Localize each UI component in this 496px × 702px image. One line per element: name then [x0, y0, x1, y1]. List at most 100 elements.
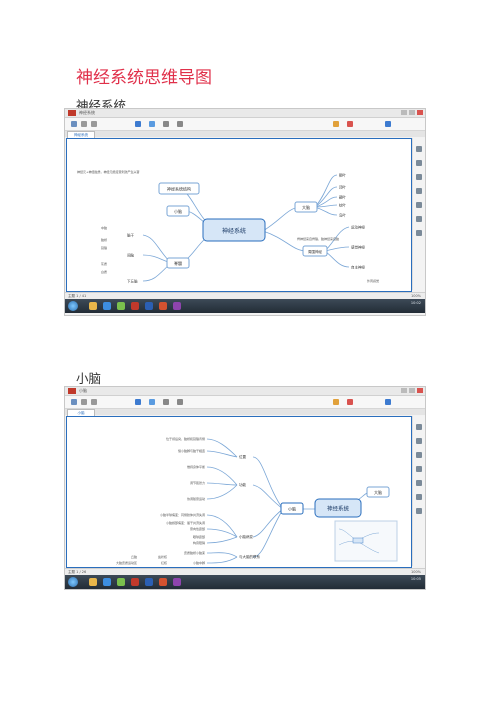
image-panel-icon[interactable] — [416, 452, 422, 458]
relation-icon[interactable] — [163, 399, 169, 405]
subtopic-icon[interactable] — [149, 121, 155, 127]
node-cerebellum[interactable] — [166, 205, 190, 217]
notes-icon[interactable] — [416, 480, 422, 486]
center-node[interactable] — [314, 498, 362, 518]
spinal-child-2: 白质 — [101, 269, 107, 274]
taskbar-app-mindmap[interactable] — [131, 578, 139, 586]
close-icon[interactable] — [417, 388, 423, 393]
cerebrum-child-5: 岛叶 — [339, 213, 347, 218]
maximize-icon[interactable] — [409, 110, 415, 115]
center-node[interactable] — [202, 218, 266, 242]
node-cerebellum[interactable] — [280, 502, 304, 515]
style-icon[interactable] — [416, 438, 422, 444]
taskbar-app-media[interactable] — [117, 302, 125, 310]
branch-function: 功能 — [239, 482, 246, 487]
taskbar-app-other[interactable] — [173, 302, 181, 310]
tab-mindmap[interactable]: 小脑 — [67, 409, 95, 416]
peripheral-child-3: 自主神经 — [351, 265, 365, 270]
minimize-icon[interactable] — [401, 388, 407, 393]
taskbar-app-explorer[interactable] — [89, 578, 97, 586]
node-cerebrum[interactable] — [294, 201, 318, 213]
subtopic-icon[interactable] — [149, 399, 155, 405]
taskbar: 10:05 — [65, 575, 425, 589]
marker-icon[interactable] — [333, 121, 339, 127]
start-button[interactable] — [68, 577, 78, 587]
window-controls[interactable] — [399, 110, 423, 116]
taskbar: 10:02 — [65, 299, 425, 313]
marker-panel-icon[interactable] — [416, 466, 422, 472]
zoom-level[interactable]: 100% — [410, 294, 421, 298]
toolbar — [65, 118, 425, 131]
boundary-icon[interactable] — [177, 399, 183, 405]
image-icon[interactable] — [347, 121, 353, 127]
zoom-level[interactable]: 100% — [410, 570, 421, 574]
notes-icon[interactable] — [416, 202, 422, 208]
taskbar-app-mindmap[interactable] — [131, 302, 139, 310]
taskbar-app-word[interactable] — [145, 578, 153, 586]
comments-icon[interactable] — [416, 216, 422, 222]
taskbar-app-ppt[interactable] — [159, 302, 167, 310]
status-bar: 主题 1 / 26 100% — [65, 568, 425, 575]
insert-topic-icon[interactable] — [135, 399, 141, 405]
cerebrum-child-1: 额叶 — [339, 173, 347, 178]
maximize-icon[interactable] — [409, 388, 415, 393]
node-peripheral[interactable] — [302, 245, 328, 257]
window-controls[interactable] — [399, 388, 423, 394]
save-icon[interactable] — [71, 399, 77, 405]
taskbar-app-media[interactable] — [117, 578, 125, 586]
redo-icon[interactable] — [91, 399, 97, 405]
share-icon[interactable] — [385, 121, 391, 127]
save-icon[interactable] — [71, 121, 77, 127]
boundary-icon[interactable] — [177, 121, 183, 127]
toolbar — [65, 396, 425, 409]
leaf-text-14: 红核 — [161, 560, 167, 565]
center-node-label: 神经系统 — [222, 227, 246, 235]
taskbar-app-other[interactable] — [173, 578, 181, 586]
taskbar-app-browser[interactable] — [103, 302, 111, 310]
leaf-text-9: 眼球震颤 — [193, 534, 205, 539]
redo-icon[interactable] — [91, 121, 97, 127]
node-cerebrum-label: 大脑 — [302, 204, 310, 210]
node-structure-note: 神经元+神经胶质，神经元能接受刺激产生兴奋 — [77, 169, 140, 174]
app-logo — [68, 388, 76, 394]
taskbar-app-ppt[interactable] — [159, 578, 167, 586]
node-structure[interactable] — [158, 182, 200, 195]
system-clock: 10:05 — [410, 577, 421, 581]
node-spinal[interactable] — [166, 257, 190, 269]
mini-map[interactable] — [334, 520, 398, 562]
node-structure-label: 神经系统结构 — [167, 186, 191, 192]
node-hypothalamus-label: 下丘脑 — [127, 279, 138, 284]
image-icon[interactable] — [347, 399, 353, 405]
taskbar-app-explorer[interactable] — [89, 302, 97, 310]
task-icon[interactable] — [416, 508, 422, 514]
brainstem-child-3: 延髓 — [101, 245, 107, 250]
edit-icon[interactable] — [416, 424, 422, 430]
taskbar-app-browser[interactable] — [103, 578, 111, 586]
mindmap-screenshot-1: 神经系统 神经系统 — [64, 108, 426, 316]
relation-icon[interactable] — [163, 121, 169, 127]
right-sidebar — [412, 138, 425, 290]
style-icon[interactable] — [416, 160, 422, 166]
image-panel-icon[interactable] — [416, 174, 422, 180]
leaf-text-8: 意向性震颤 — [190, 526, 205, 531]
undo-icon[interactable] — [81, 399, 87, 405]
node-diencephalon-label: 间脑 — [127, 253, 134, 258]
minimize-icon[interactable] — [401, 110, 407, 115]
comments-icon[interactable] — [416, 494, 422, 500]
right-sidebar — [412, 416, 425, 566]
insert-topic-icon[interactable] — [135, 121, 141, 127]
taskbar-app-word[interactable] — [145, 302, 153, 310]
close-icon[interactable] — [417, 110, 423, 115]
undo-icon[interactable] — [81, 121, 87, 127]
branch-connection: 与大脑的联系 — [239, 554, 260, 559]
marker-panel-icon[interactable] — [416, 188, 422, 194]
node-cerebrum[interactable] — [366, 486, 390, 498]
leaf-text-13: 齿状核 — [158, 554, 167, 559]
edit-icon[interactable] — [416, 146, 422, 152]
tab-mindmap[interactable]: 神经系统 — [67, 131, 95, 138]
node-cerebellum-label: 小脑 — [288, 506, 296, 512]
task-icon[interactable] — [416, 230, 422, 236]
marker-icon[interactable] — [333, 399, 339, 405]
share-icon[interactable] — [385, 399, 391, 405]
start-button[interactable] — [68, 301, 78, 311]
